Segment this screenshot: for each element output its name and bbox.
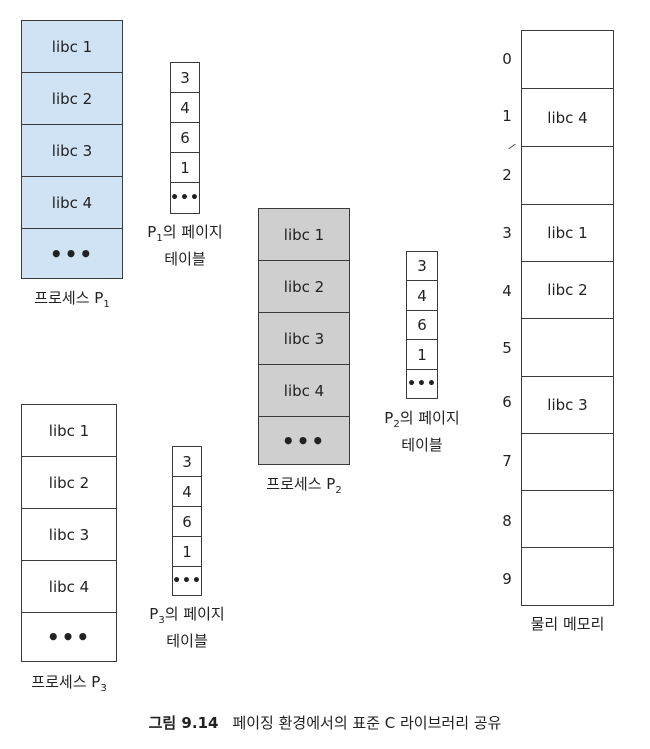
process-p3-page: libc 1 [21, 404, 117, 457]
figure-caption: 그림 9.14 페이징 환경에서의 표준 C 라이브러리 공유 [0, 712, 650, 733]
page-table-p2: 3 4 6 1 ••• [406, 251, 438, 399]
page-table-p1-entry: 3 [170, 62, 200, 93]
process-p1-page: libc 4 [21, 176, 123, 229]
page-table-p1: 3 4 6 1 ••• [170, 62, 200, 214]
process-p2-page: libc 2 [258, 260, 350, 313]
figure-caption-text: 페이징 환경에서의 표준 C 라이브러리 공유 [232, 714, 502, 732]
frame-number: 8 [502, 512, 512, 530]
memory-frame [521, 30, 614, 89]
frame-number: 5 [502, 339, 512, 357]
page-table-p1-entry-more: ••• [170, 182, 200, 214]
frame-number: 1 [502, 107, 512, 125]
page-table-p2-entry: 1 [406, 339, 438, 370]
page-table-p1-entry: 1 [170, 152, 200, 183]
page-table-p2-entry: 6 [406, 310, 438, 340]
page-table-p3-entry: 1 [172, 536, 202, 567]
process-p1-page-more: ••• [21, 228, 123, 279]
process-p1-page: libc 3 [21, 124, 123, 177]
page-table-p2-entry: 3 [406, 251, 438, 281]
process-p2-block: libc 1 libc 2 libc 3 libc 4 ••• [258, 208, 350, 465]
page-table-p3-entry-more: ••• [172, 566, 202, 596]
frame-number: 3 [502, 224, 512, 242]
page-table-p2-entry-more: ••• [406, 369, 438, 399]
process-p1-label: 프로세스 P1 [34, 289, 110, 310]
process-p3-page: libc 4 [21, 560, 117, 613]
process-p3-page: libc 3 [21, 508, 117, 561]
figure-number: 그림 9.14 [148, 714, 219, 732]
process-p2-page: libc 3 [258, 312, 350, 365]
memory-frame: libc 1 [521, 204, 614, 262]
memory-frame: libc 3 [521, 376, 614, 434]
process-p3-page-more: ••• [21, 612, 117, 662]
process-p3-label: 프로세스 P3 [31, 673, 107, 694]
process-p1-block: libc 1 libc 2 libc 3 libc 4 ••• [21, 20, 123, 279]
page-table-p2-label: P2의 페이지 테이블 [384, 409, 460, 454]
process-p3-page: libc 2 [21, 456, 117, 509]
page-table-p3: 3 4 6 1 ••• [172, 446, 202, 596]
frame-number: 6 [502, 393, 512, 411]
frame-number: 7 [502, 452, 512, 470]
page-table-p3-entry: 3 [172, 446, 202, 477]
memory-frame [521, 490, 614, 548]
page-table-p1-entry: 6 [170, 122, 200, 153]
process-p1-page: libc 2 [21, 72, 123, 125]
process-p2-label: 프로세스 P2 [266, 475, 342, 496]
page-table-p2-entry: 4 [406, 280, 438, 311]
page-table-p1-entry: 4 [170, 92, 200, 123]
memory-frame: libc 4 [521, 88, 614, 147]
frame-number: 2 [502, 166, 512, 184]
memory-frame [521, 318, 614, 377]
process-p2-page-more: ••• [258, 416, 350, 465]
process-p1-page: libc 1 [21, 20, 123, 73]
physical-memory-label: 물리 메모리 [530, 615, 605, 633]
process-p2-page: libc 4 [258, 364, 350, 417]
memory-frame [521, 547, 614, 606]
process-p3-block: libc 1 libc 2 libc 3 libc 4 ••• [21, 404, 117, 662]
physical-memory: libc 4 libc 1 libc 2 libc 3 [521, 30, 614, 606]
memory-frame: libc 2 [521, 261, 614, 319]
tick-mark [508, 143, 516, 150]
page-table-p3-entry: 4 [172, 476, 202, 507]
memory-frame [521, 433, 614, 491]
page-table-p3-label: P3의 페이지 테이블 [149, 605, 225, 650]
memory-frame [521, 146, 614, 205]
frame-number: 4 [502, 282, 512, 300]
page-table-p3-entry: 6 [172, 506, 202, 537]
process-p2-page: libc 1 [258, 208, 350, 261]
page-table-p1-label: P1의 페이지 테이블 [147, 223, 223, 268]
frame-number: 0 [502, 50, 512, 68]
frame-number: 9 [502, 570, 512, 588]
